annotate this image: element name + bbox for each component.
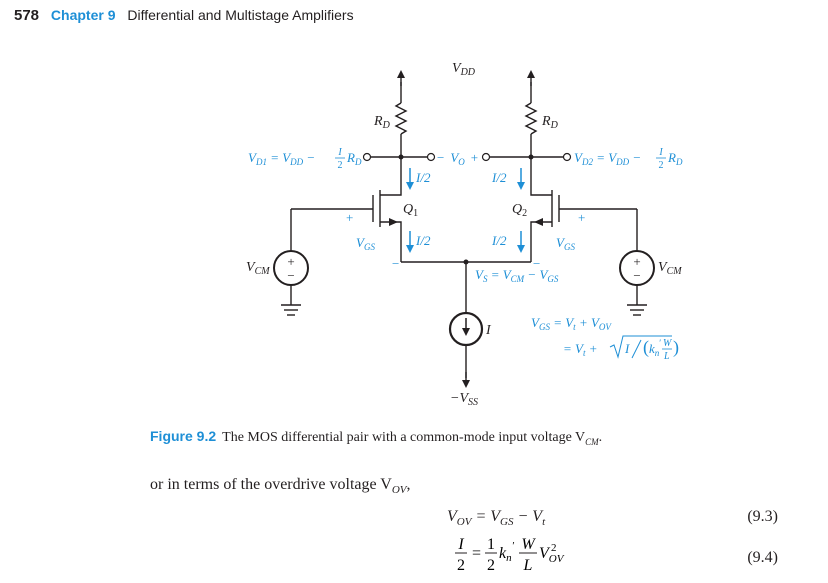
vo-label: −VO+ — [437, 150, 478, 167]
vgs-eq2-inner: I — [624, 341, 630, 356]
vgs-equation-1: VGS = Vt + VOV — [531, 315, 612, 332]
page-header: 578 Chapter 9 Differential and Multistag… — [14, 7, 354, 24]
i-half-d1-label: I/2 — [415, 170, 431, 185]
vgs-eq2-l: L — [663, 351, 670, 362]
vcm-right-source — [619, 250, 655, 286]
vd2-label: VD2 = VDD − — [574, 150, 641, 167]
caption-end: . — [598, 430, 603, 445]
vd2-r: RD — [667, 150, 683, 167]
chapter-label: Chapter 9 — [50, 7, 116, 23]
svg-text:+: + — [287, 254, 294, 269]
rd-left-label: RD — [373, 114, 391, 131]
body-paragraph: or in terms of the overdrive voltage VOV… — [150, 476, 411, 496]
eq94-equals: = — [472, 545, 481, 562]
eq94-num: I — [457, 536, 464, 553]
q2-source-arrow — [534, 218, 543, 226]
figure-caption: Figure 9.2 The MOS differential pair with… — [150, 428, 602, 447]
svg-text:): ) — [673, 337, 679, 358]
page-number: 578 — [14, 7, 40, 24]
eq94-cden: 2 — [487, 557, 495, 574]
body-end: , — [406, 476, 411, 493]
caption-sub: CM — [585, 436, 599, 447]
svg-text:+: + — [633, 254, 640, 269]
plus-right: + — [578, 210, 585, 225]
q1-source-arrow — [389, 218, 398, 226]
current-source-label: I — [485, 323, 492, 338]
vd2-frac-num: I — [658, 147, 663, 158]
svg-text:−: − — [287, 268, 294, 283]
vgs-left-label: VGS — [356, 235, 375, 252]
vd2-terminal — [562, 152, 572, 162]
vd1-frac-den: 2 — [338, 160, 343, 171]
eq94-l: L — [523, 557, 533, 574]
vcm-right-label: VCM — [658, 260, 682, 277]
vd2-frac-den: 2 — [659, 160, 664, 171]
eq94-cnum: 1 — [487, 536, 495, 553]
rd-right-label: RD — [541, 114, 559, 131]
svg-text:−: − — [633, 268, 640, 283]
plus-left: + — [346, 210, 353, 225]
vd1-r: RD — [346, 150, 362, 167]
rd-right-resistor — [524, 102, 538, 135]
minus-right: − — [533, 256, 540, 271]
equation-9-3: VOV = VGS − Vt — [447, 508, 546, 529]
equation-number-9-3: (9.3) — [747, 508, 778, 525]
eq94-den: 2 — [457, 557, 465, 574]
vo-plus-terminal — [481, 152, 491, 162]
minus-left: − — [392, 256, 399, 271]
sqrt-sign — [609, 335, 672, 359]
vcm-left-source — [273, 250, 309, 286]
caption-text: The MOS differential pair with a common-… — [222, 430, 586, 445]
vd1-terminal — [362, 152, 372, 162]
body-sub: OV — [391, 484, 407, 497]
vgs-equation-2: = Vt + — [563, 341, 598, 358]
q1-label: Q1 — [403, 202, 418, 219]
chapter-title: Differential and Multistage Amplifiers — [127, 7, 354, 23]
equation-number-9-4: (9.4) — [747, 549, 778, 566]
i-half-d2-label: I/2 — [491, 170, 507, 185]
figure-label: Figure 9.2 — [150, 428, 217, 444]
i-half-s1-label: I/2 — [415, 233, 431, 248]
vd1-frac-num: I — [337, 147, 342, 158]
i-half-s2-label: I/2 — [491, 233, 507, 248]
vgs-eq2-k: kn′ — [649, 338, 661, 358]
eq94-sup: 2 — [551, 542, 557, 554]
eq94-w: W — [521, 536, 536, 553]
vdd-label: VDD — [452, 61, 476, 78]
vgs-right-label: VGS — [556, 235, 575, 252]
eq94-k: kn′ — [499, 540, 515, 564]
vs-equation: VS = VCM − VGS — [475, 267, 559, 284]
rd-left-resistor — [394, 102, 408, 135]
svg-text:(: ( — [643, 337, 649, 358]
vss-label: −VSS — [450, 391, 478, 408]
eq94-v: VOV — [539, 545, 565, 565]
vcm-left-label: VCM — [246, 260, 270, 277]
body-text: or in terms of the overdrive voltage V — [150, 476, 392, 493]
vd1-label: VD1 = VDD − — [248, 150, 315, 167]
vo-minus-terminal — [426, 152, 436, 162]
vgs-eq2-w: W — [663, 338, 673, 349]
q2-label: Q2 — [512, 202, 527, 219]
